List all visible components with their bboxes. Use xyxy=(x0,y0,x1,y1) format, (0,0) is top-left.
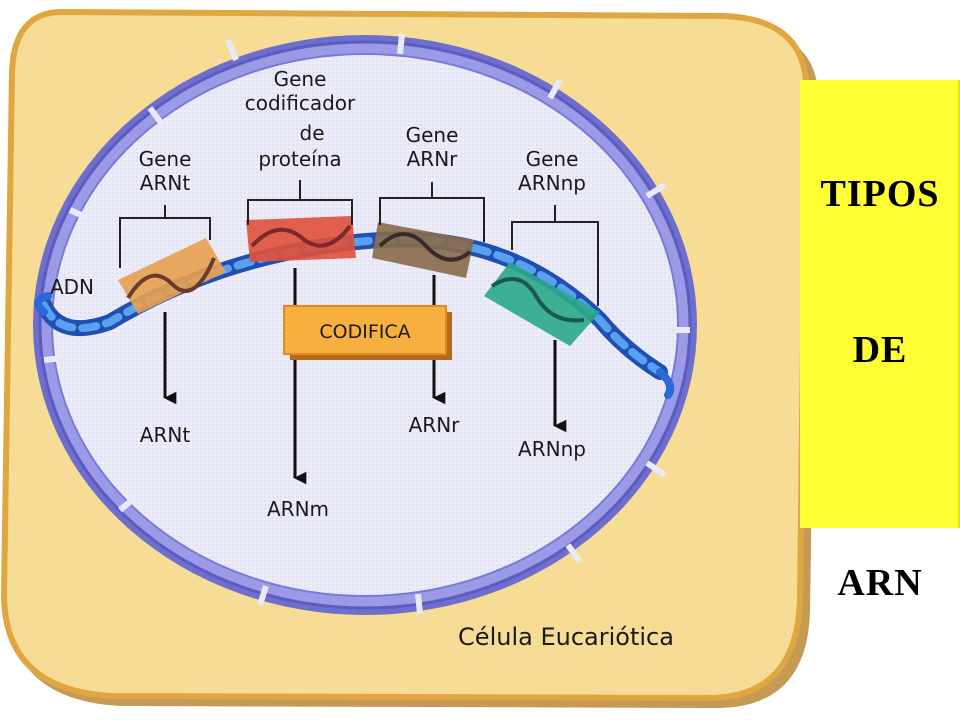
gene-label-line: ARNr xyxy=(407,147,459,171)
codifica-label: CODIFICA xyxy=(319,321,410,343)
gene-segment-arnr xyxy=(372,222,474,278)
gene-label-line: codificador xyxy=(245,91,356,115)
gene-label-line: Gene xyxy=(526,147,579,171)
gene-label-line: Gene xyxy=(274,67,327,91)
dna-label: ADN xyxy=(50,275,94,299)
gene-segment-arnt xyxy=(118,238,226,314)
product-label-arnr: ARNr xyxy=(409,413,461,437)
gene-label-line: ARNnp xyxy=(518,171,586,195)
gene-label-line: proteína xyxy=(258,147,341,171)
gene-segment-arnnp xyxy=(484,262,600,346)
product-label-arnm: ARNm xyxy=(267,497,329,521)
title-word-tipos: TIPOS xyxy=(820,173,940,215)
gene-label-line: ARNt xyxy=(140,171,191,195)
title-word-arn: ARN xyxy=(837,562,923,604)
gene-label-arnt: Gene ARNt xyxy=(139,147,192,195)
gene-brackets xyxy=(119,180,599,306)
gene-label-line: Gene xyxy=(139,147,192,171)
product-label-arnt: ARNt xyxy=(140,423,191,447)
product-label-arnnp: ARNnp xyxy=(518,437,586,461)
nuclear-pores xyxy=(43,33,690,615)
gene-label-line: Gene xyxy=(406,123,459,147)
title-word-de: DE xyxy=(852,329,908,371)
gene-label-line: de xyxy=(300,121,325,145)
gene-segment-protein xyxy=(246,216,356,262)
gene-label-arnr: Gene ARNr xyxy=(406,123,459,171)
gene-label-protein: Gene codificador de proteína xyxy=(245,67,356,171)
cell-label: Célula Eucariótica xyxy=(458,623,674,651)
gene-label-arnnp: Gene ARNnp xyxy=(518,147,586,195)
codifica-box: CODIFICA xyxy=(283,305,452,360)
title-panel: TIPOS DE ARN xyxy=(800,80,960,604)
